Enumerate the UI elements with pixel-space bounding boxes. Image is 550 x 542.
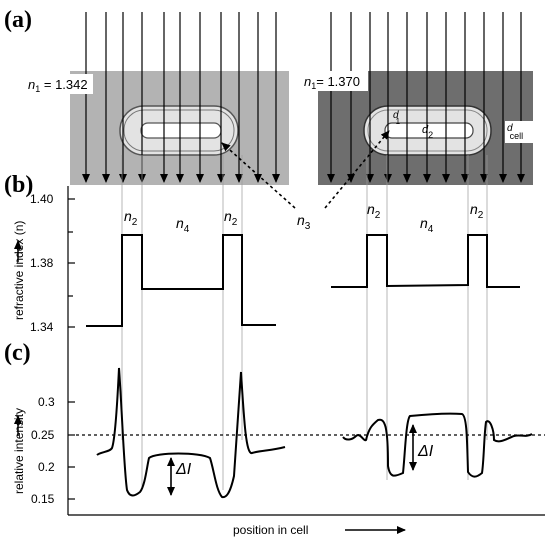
panel-label-c: (c) [4, 340, 31, 366]
n3-arrow-left [221, 142, 296, 209]
n2-label-2: n2 [224, 208, 238, 228]
b-ticks [68, 198, 75, 328]
dcell-label-bg [505, 121, 535, 143]
c-tick-0-15: 0.15 [31, 492, 55, 506]
c-tick-0-25: 0.25 [31, 428, 55, 442]
intensity-profile-left [96, 367, 286, 499]
incident-rays-right [327, 12, 525, 183]
n4-label-right: n4 [420, 215, 434, 235]
panel-label-a: (a) [4, 7, 32, 33]
left-cell-core [140, 122, 222, 139]
b-tick-1-38: 1.38 [30, 256, 54, 270]
incident-rays-left [82, 12, 280, 183]
refractive-index-profile-right [331, 234, 520, 288]
intensity-profile-right [342, 412, 533, 478]
c-tick-0-2: 0.2 [38, 460, 55, 474]
n1-left-label-bg [25, 74, 93, 94]
n1-right-label: n1= 1.370 [304, 74, 360, 91]
guide-lines [121, 155, 488, 490]
refractive-index-profile-left [86, 234, 276, 327]
c-tick-0-3: 0.3 [38, 395, 55, 409]
d2-label: d2 [422, 124, 433, 140]
panel-label-b: (b) [4, 172, 33, 198]
left-cell-wall [123, 109, 235, 152]
n2-label-4: n2 [470, 201, 484, 221]
n3-arrow-right [324, 130, 390, 209]
c-ticks [68, 401, 75, 500]
delta-i-left-label: ΔI [175, 461, 192, 478]
n1-right-label-bg [302, 71, 368, 91]
n3-label: n3 [297, 212, 311, 232]
n1-left-label: n1 = 1.342 [28, 77, 88, 94]
n2-label-1: n2 [124, 208, 138, 228]
n2-label-3: n2 [367, 201, 381, 221]
b-tick-1-34: 1.34 [30, 320, 54, 334]
delta-i-right-label: ΔI [417, 443, 434, 460]
x-axis-label: position in cell [233, 523, 308, 537]
b-y-axis-label: refractive index (n) [12, 221, 26, 320]
c-y-axis-label: relative intensity [12, 408, 26, 494]
n4-label-left: n4 [176, 215, 190, 235]
b-tick-1-40: 1.40 [30, 192, 54, 206]
